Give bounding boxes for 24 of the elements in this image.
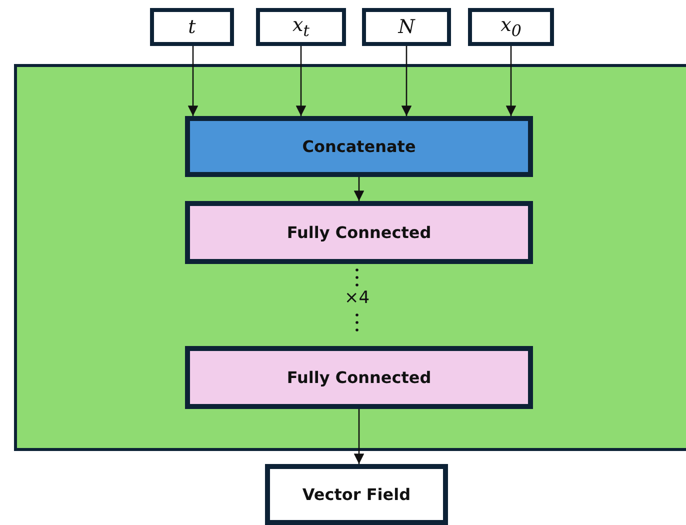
input-symbol: x$_{0}$ [500,14,522,40]
arrow [401,46,412,116]
input-symbol: t [188,16,196,38]
arrow [296,46,306,116]
layer-box [185,346,533,409]
output-box [265,464,448,525]
arrow [354,409,364,464]
input-box [362,8,451,46]
arrow [188,46,198,116]
layer-box [185,201,533,264]
node-label: Fully Connected [286,223,432,242]
repeat-count: ×4 [344,288,370,308]
input-box [468,8,554,46]
input-box [150,8,234,46]
network-panel [14,64,686,451]
node-label: Fully Connected [286,368,432,387]
input-box [256,8,346,46]
input-symbol: x$_{t}$ [292,14,310,40]
arrow [354,177,364,201]
input-symbol: N [398,16,415,38]
concatenate-layer-box [185,116,533,177]
node-label: Vector Field [302,485,411,504]
arrow [506,46,516,116]
node-label: Concatenate [302,137,416,156]
